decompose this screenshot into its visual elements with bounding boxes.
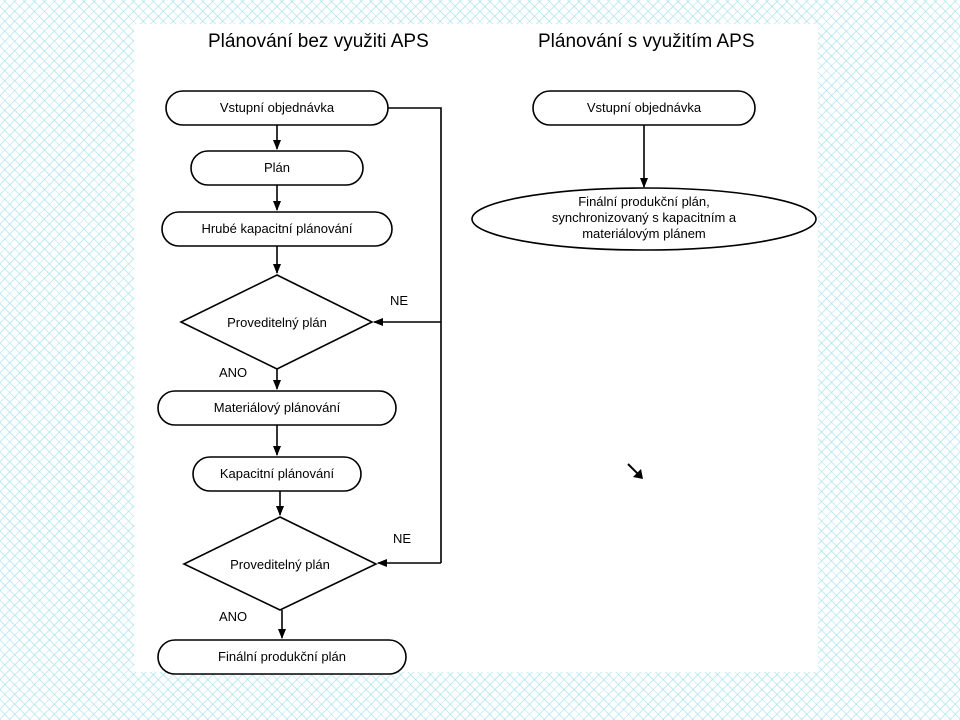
node-order-right-label: Vstupní objednávka [587, 100, 702, 115]
node-capacity [192, 456, 362, 492]
node-final-right-line-3: materiálovým plánem [582, 226, 706, 241]
node-rough-capacity-label: Hrubé kapacitní plánování [201, 221, 352, 236]
node-plan-label: Plán [264, 160, 290, 175]
node-order-left-label: Vstupní objednávka [220, 100, 335, 115]
decision-feasible-2 [182, 516, 378, 611]
label-no-1: NE [390, 293, 408, 308]
decision-feasible-2-label: Proveditelný plán [230, 557, 330, 572]
decision-feasible-1-label: Proveditelný plán [227, 315, 327, 330]
heading-without-aps: Plánování bez využiti APS [208, 31, 429, 52]
node-final-right-line-2: synchronizovaný s kapacitním a [552, 210, 737, 225]
cursor-icon [627, 463, 643, 479]
label-no-2: NE [393, 531, 411, 546]
label-yes-1: ANO [219, 365, 247, 380]
node-material-label: Materiálový plánování [214, 400, 341, 415]
label-yes-2: ANO [219, 609, 247, 624]
edge-feedback-trunk [388, 107, 442, 563]
node-final-left-label: Finální produkční plán [218, 649, 346, 664]
node-final-left [157, 639, 407, 675]
node-capacity-label: Kapacitní plánování [220, 466, 335, 481]
heading-with-aps: Plánování s využitím APS [538, 31, 755, 52]
node-final-right [471, 187, 817, 251]
node-final-right-line-1: Finální produkční plán, [578, 194, 710, 209]
